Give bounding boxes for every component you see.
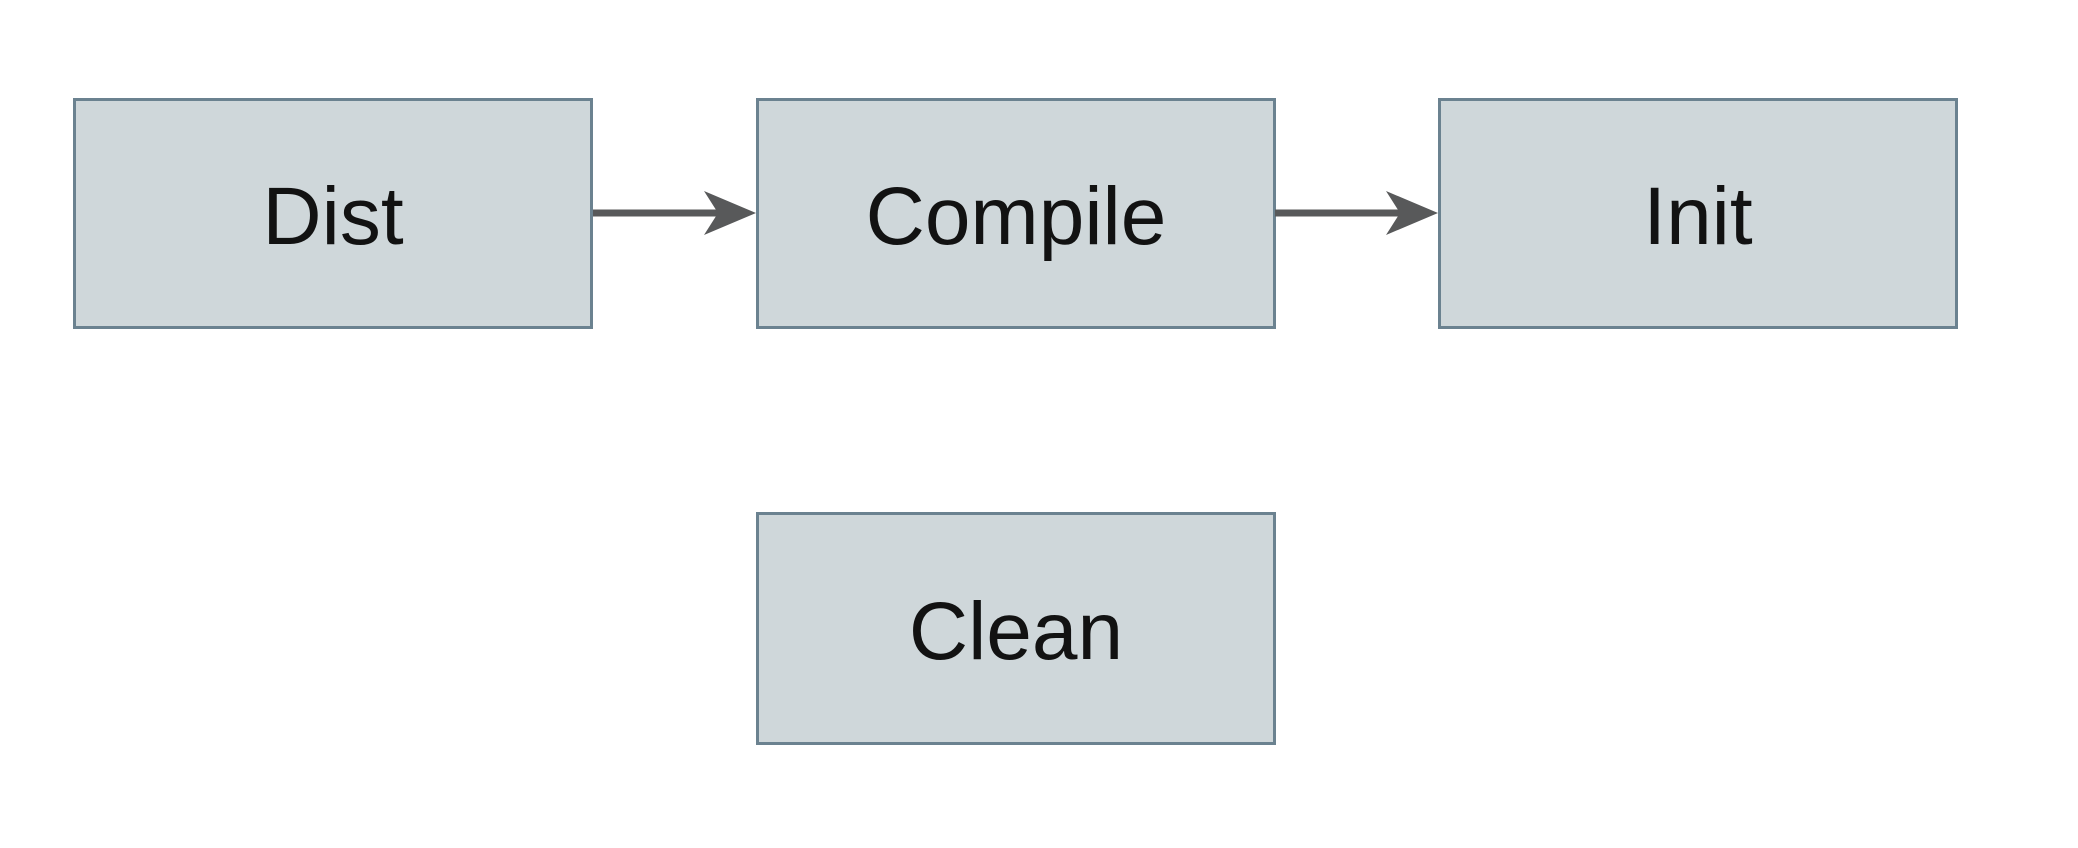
arrow-dist-to-compile-icon: [593, 191, 756, 235]
node-dist-label: Dist: [262, 170, 404, 262]
node-dist: Dist: [73, 98, 593, 329]
arrow-compile-to-init-icon: [1275, 191, 1438, 235]
node-clean: Clean: [756, 512, 1276, 745]
node-clean-label: Clean: [908, 585, 1124, 677]
node-init-label: Init: [1643, 170, 1753, 262]
node-init: Init: [1438, 98, 1958, 329]
node-compile: Compile: [756, 98, 1276, 329]
node-compile-label: Compile: [865, 170, 1167, 262]
